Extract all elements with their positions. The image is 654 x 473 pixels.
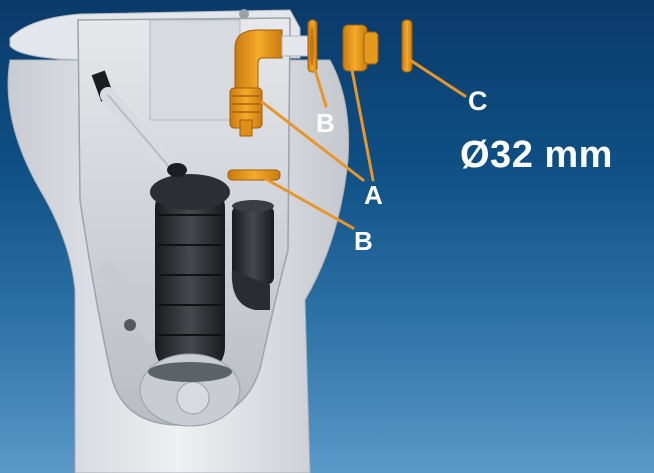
motor-collar — [148, 362, 232, 382]
leader-b-lower — [262, 176, 355, 230]
ring-c — [401, 19, 413, 73]
tank-wall — [149, 19, 241, 121]
leader-a-upper — [260, 100, 365, 182]
outlet-pipe-dark — [232, 205, 274, 285]
adapter-a-right — [342, 24, 368, 72]
motor-cap — [176, 381, 210, 415]
orange-elbow-a — [234, 29, 283, 91]
leader-c — [408, 58, 467, 98]
label-c: C — [468, 86, 488, 116]
diameter-label: Ø32 mm — [460, 134, 613, 176]
outlet-elbow-dark — [231, 270, 270, 310]
left-bolt — [124, 319, 136, 331]
leader-b-upper — [313, 68, 328, 108]
top-screw — [239, 9, 249, 19]
pump-ribs — [158, 214, 222, 336]
leader-a-right — [350, 68, 375, 182]
label-b-lower: B — [354, 226, 374, 256]
ring-b-lower — [227, 169, 281, 181]
pump-top — [150, 174, 230, 210]
pump-housing — [155, 180, 225, 375]
white-pipe-stub — [281, 35, 311, 57]
label-a: A — [364, 180, 384, 210]
label-b-upper: B — [316, 108, 336, 138]
